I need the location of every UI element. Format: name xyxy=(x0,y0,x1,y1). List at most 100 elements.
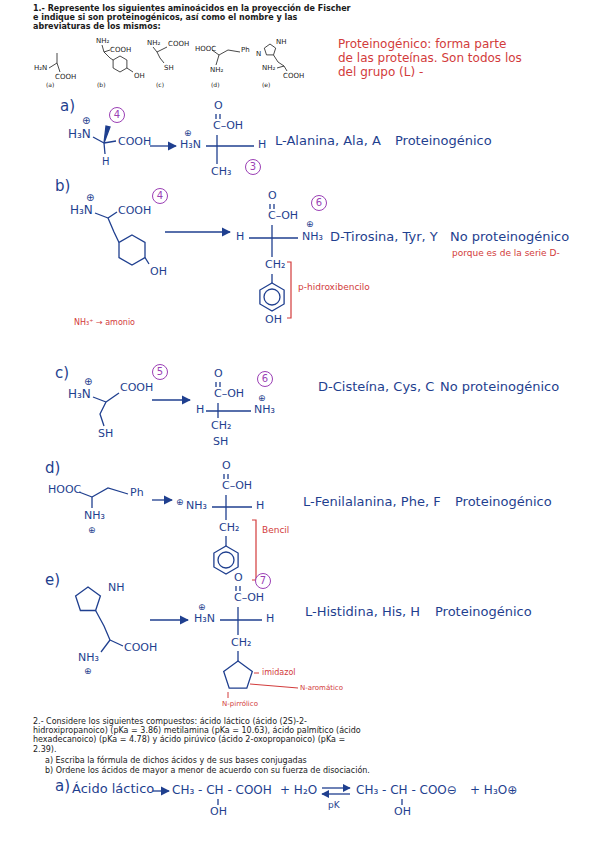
atom-label: O xyxy=(268,190,277,203)
reaction-arrows xyxy=(322,787,350,788)
margin-note: porque es de la serie D- xyxy=(452,248,560,258)
callout-number: 6 xyxy=(316,198,322,208)
atom-label: HOOC xyxy=(195,45,216,53)
atom-label: C–OH xyxy=(234,592,264,605)
atom-label: NH xyxy=(108,582,125,595)
printed-skeletal-formula xyxy=(102,45,110,52)
handwritten-structure xyxy=(119,235,145,265)
callout-number: 4 xyxy=(109,107,125,123)
handwritten-structure xyxy=(215,382,216,387)
charge-sign: ⊕ xyxy=(176,497,184,507)
reaction-arrows xyxy=(153,790,169,791)
atom-label: H xyxy=(266,613,274,626)
question-text: 1.- Represente los siguientes aminoácido… xyxy=(33,4,353,32)
printed-skeletal-formula xyxy=(153,47,167,52)
handwritten-structure xyxy=(214,546,238,574)
atom-label: O xyxy=(222,460,231,473)
margin-note: Bencil xyxy=(262,525,289,535)
question-text: 2.- Considere los siguientes compuestos:… xyxy=(33,717,363,754)
handwritten-structure xyxy=(79,474,252,574)
handwritten-structure xyxy=(96,611,110,641)
classification: Proteinogénico xyxy=(455,495,552,510)
handwritten-structure xyxy=(206,410,251,411)
classification: No proteinogénico xyxy=(450,230,569,245)
atom-label: NH₂ xyxy=(147,39,160,47)
handwritten-structure xyxy=(227,474,228,479)
atom-label: CH₂ xyxy=(219,522,239,535)
handwritten-structure xyxy=(95,204,298,311)
atom-label: Ph xyxy=(241,46,250,54)
atom-label: NH₃ xyxy=(254,404,275,417)
atom-label: Ph xyxy=(130,487,144,500)
atom-label: C–OH xyxy=(222,480,252,493)
handwritten-structure xyxy=(239,586,240,591)
atom-label: NH₂ xyxy=(96,37,109,45)
handwritten-structure xyxy=(93,137,104,143)
item-letter: (b) xyxy=(97,82,106,89)
handwritten-structure xyxy=(150,145,176,146)
printed-skeletal-formula xyxy=(277,66,284,68)
callout-number: 6 xyxy=(311,195,327,211)
charge-sign: ⊕ xyxy=(84,376,92,388)
item-letter: (a) xyxy=(46,82,54,89)
amino-acid-name: L-Histidina, His, H xyxy=(305,605,420,620)
item-letter: (d) xyxy=(211,82,220,89)
atom-label: H xyxy=(236,231,244,244)
arrow-label: pK xyxy=(328,800,340,810)
handwritten-structure xyxy=(219,382,220,387)
margin-note: Proteinogénico: forma parte de las prote… xyxy=(338,38,523,79)
margin-note: imidazol xyxy=(262,668,296,677)
callout-number: 4 xyxy=(114,110,120,120)
callout-number: 6 xyxy=(262,374,268,384)
charge-sign: ⊕ xyxy=(306,219,314,229)
atom-label: H₃N xyxy=(70,204,93,218)
handwritten-structure xyxy=(264,289,280,305)
item-letter: (c) xyxy=(156,82,164,89)
handwritten-structure xyxy=(92,488,128,497)
atom-label: HOOC xyxy=(48,484,81,497)
item-letter: b) xyxy=(55,178,70,195)
callout-number: 3 xyxy=(245,159,261,175)
printed-skeletal-formula xyxy=(127,68,133,72)
charge-sign: ⊕ xyxy=(88,525,96,535)
handwritten-structure xyxy=(95,213,108,218)
atom-label: NH₃ xyxy=(302,231,323,244)
atom-label: O xyxy=(214,368,223,381)
atom-label: H₃N xyxy=(194,613,215,626)
atom-label: COOH xyxy=(55,73,76,81)
margin-note: NH₃⁺ → amonio xyxy=(74,318,135,327)
handwritten-structure xyxy=(91,497,92,508)
handwritten-structure xyxy=(165,231,230,232)
handwritten-structure xyxy=(215,114,216,119)
handwritten-structure xyxy=(220,619,262,620)
atom-label: NH₃ xyxy=(84,510,105,523)
atom-label: COOH xyxy=(168,40,189,48)
formula: CH₃ - CH - COOH xyxy=(172,784,272,798)
atom-label: SH xyxy=(164,64,174,72)
atom-label: COOH xyxy=(283,72,304,80)
atom-label: O xyxy=(214,100,223,113)
handwritten-structure xyxy=(219,114,220,119)
atom-label: H₃N xyxy=(180,139,201,152)
atom-label: H₃N xyxy=(68,128,91,142)
reaction-arrows xyxy=(401,799,402,805)
atom-label: COOH xyxy=(124,642,157,655)
printed-skeletal-formula xyxy=(264,44,275,55)
handwritten-structure xyxy=(271,274,272,283)
red-bracket xyxy=(252,520,256,580)
amino-acid-name: L-Alanina, Ala, A xyxy=(275,134,381,149)
red-bracket xyxy=(287,262,291,318)
atom-label: SH xyxy=(213,436,228,449)
handwritten-structure xyxy=(152,499,172,500)
item-letter: d) xyxy=(45,460,60,477)
printed-skeletal-formula xyxy=(212,50,240,55)
handwritten-structure xyxy=(106,393,119,402)
atom-label: C–OH xyxy=(213,120,243,133)
classification: Proteinogénico xyxy=(395,134,492,149)
handwritten-structure xyxy=(100,402,106,426)
atom-label: NH₂ xyxy=(210,66,223,74)
margin-note: N-aromático xyxy=(300,684,343,692)
atom-label: NH₃ xyxy=(186,500,207,513)
red-leader xyxy=(250,684,298,688)
atom-label: COOH xyxy=(110,46,131,54)
